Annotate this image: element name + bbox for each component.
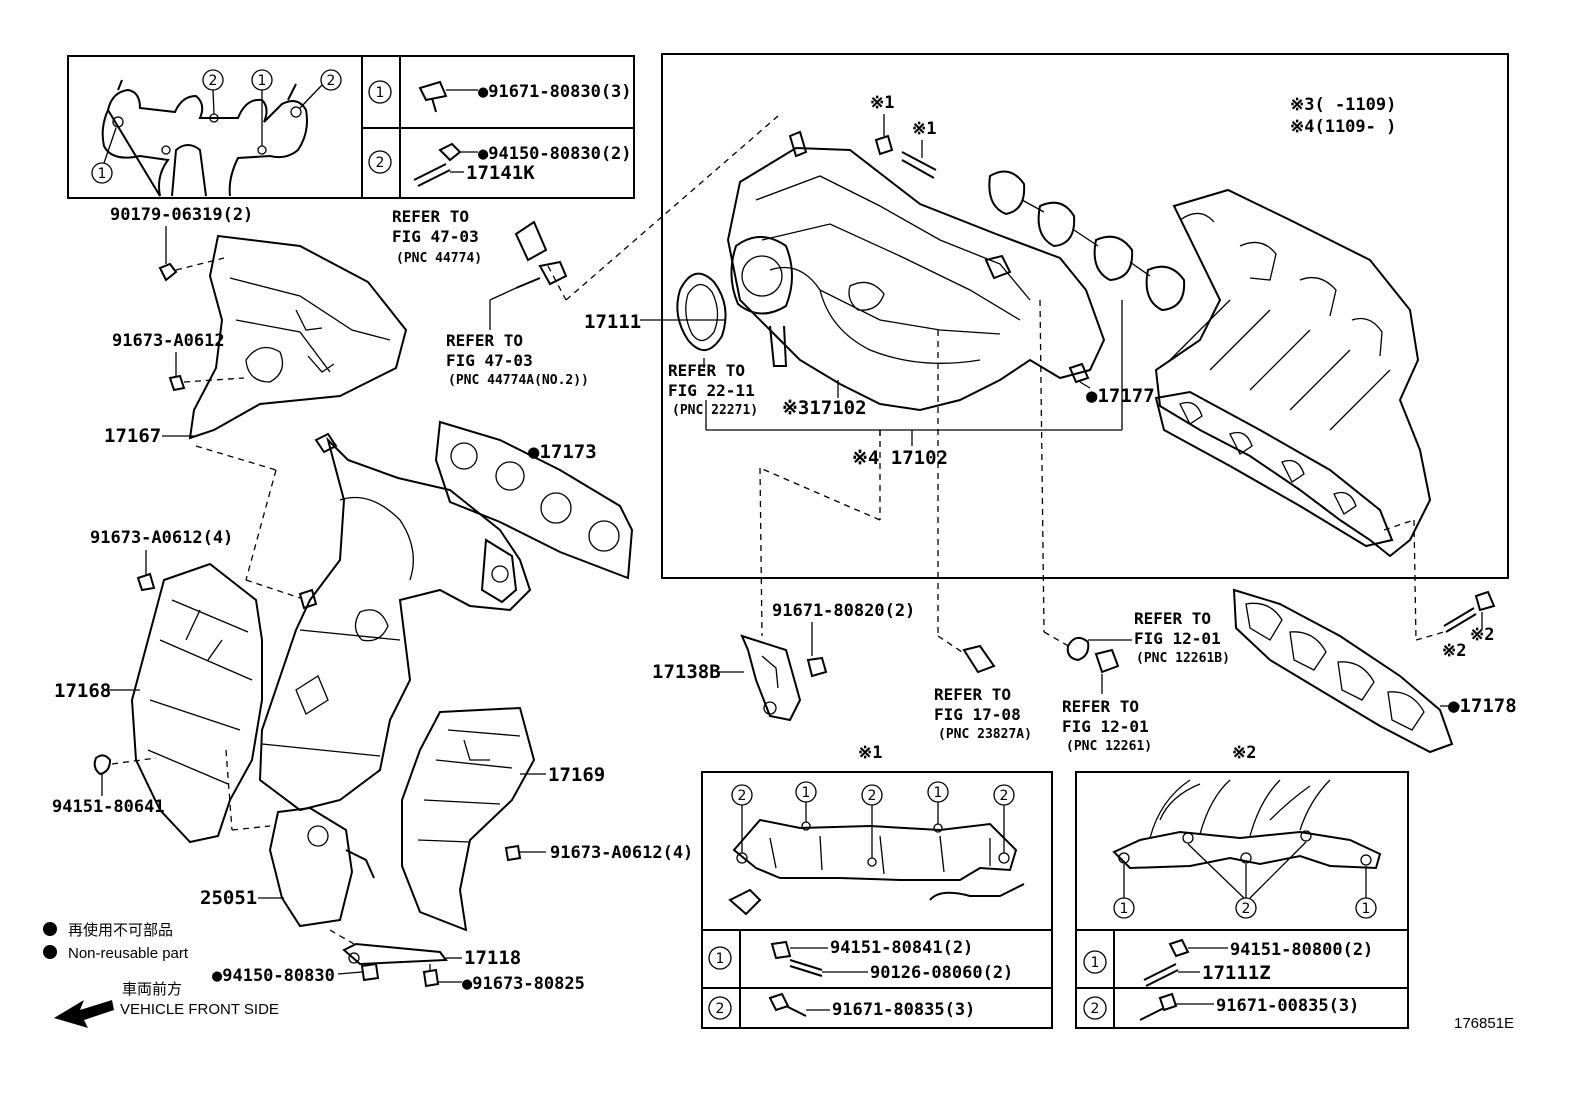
exhaust-group: 90179-06319(2) 91673-A0612 17167 ●17173 [52, 205, 693, 994]
legend-ja: 再使用不可部品 [68, 922, 173, 939]
ref1-line1: REFER TO [392, 207, 469, 226]
ref4-line2: FIG 12-01 [1134, 629, 1221, 648]
table1-mark-5: 2 [1000, 788, 1009, 804]
bottom-table-2: ※2 1 2 1 1 94151-80800(2) 17111Z 2 [1075, 743, 1409, 1029]
part-91671-80835: 91671-80835(3) [832, 1000, 975, 1020]
table2-title: ※2 [1232, 743, 1256, 763]
ref1-pnc: (PNC 44774) [396, 251, 482, 266]
table1-mark-3: 2 [868, 788, 877, 804]
part-17167: 17167 [104, 425, 161, 447]
ref5-line1: REFER TO [934, 685, 1011, 704]
ref2-line2: FIG 47-03 [446, 351, 533, 370]
table1-title: ※1 [858, 743, 882, 763]
note-1b: ※1 [912, 119, 936, 139]
legend-en: Non-reusable part [68, 945, 189, 962]
mid-right-parts: 91671-80820(2) 17138B REFER TO FIG 17-08… [652, 588, 1517, 754]
table1-mark-1: 2 [738, 788, 747, 804]
part-17138B: 17138B [652, 661, 721, 683]
top-left-inset: 2 1 2 1 1 ●91671-80830(3) 2 ●94150-80830… [67, 55, 635, 199]
table-mark-1: 1 [376, 85, 385, 101]
ref6-pnc: (PNC 12261) [1066, 739, 1152, 754]
diagram-id: 176851E [1454, 1015, 1514, 1032]
part-90179-06319: 90179-06319(2) [110, 205, 253, 225]
table-mark-2: 2 [376, 155, 385, 171]
refs-center: REFER TO FIG 47-03 (PNC 44774) REFER TO … [392, 115, 779, 388]
bottom-table-1: ※1 2 1 2 1 2 1 94151-80841(2) [701, 743, 1053, 1029]
part-17178: ●17178 [1448, 695, 1517, 717]
ref4-pnc: (PNC 12261B) [1136, 651, 1230, 666]
ref6-line2: FIG 12-01 [1062, 717, 1149, 736]
part-17169: 17169 [548, 764, 605, 786]
inset-mark-1: 2 [209, 73, 218, 89]
ref3-line1: REFER TO [668, 361, 745, 380]
part-94151-80800: 94151-80800(2) [1230, 940, 1373, 960]
part-91673-A0612-4b: 91673-A0612(4) [550, 843, 693, 863]
note-4: ※4(1109- ) [1290, 117, 1396, 137]
table2-row1-mark: 1 [1091, 955, 1100, 971]
note-2a: ※2 [1470, 625, 1494, 645]
table2-row2-mark: 2 [1091, 1001, 1100, 1017]
part-91673-A0612: 91673-A0612 [112, 331, 225, 351]
inset-mark-3: 2 [327, 73, 336, 89]
ref5-pnc: (PNC 23827A) [938, 727, 1032, 742]
part-91671-00835: 91671-00835(3) [1216, 996, 1359, 1016]
table1-mark-2: 1 [802, 785, 811, 801]
note-2b: ※2 [1442, 641, 1466, 661]
part-94150-80830-single: ●94150-80830 [212, 966, 335, 986]
front-arrow-icon [54, 1000, 114, 1028]
table2-mark-1: 1 [1120, 901, 1129, 917]
part-17168: 17168 [54, 680, 111, 702]
part-91671-80820: 91671-80820(2) [772, 601, 915, 621]
part-91671-80830: ●91671-80830(3) [478, 82, 632, 102]
part-91673-80825: ●91673-80825 [462, 974, 585, 994]
part-17177: ●17177 [1086, 385, 1155, 407]
note-3: ※3( -1109) [1290, 95, 1396, 115]
front-side-en: VEHICLE FRONT SIDE [120, 1001, 279, 1018]
part-17111Z: 17111Z [1202, 962, 1271, 984]
note-1a: ※1 [870, 93, 894, 113]
part-17102a: ※317102 [782, 397, 867, 419]
intake-box: ※1 ※1 ※3( -1109) ※4(1109- ) 17111 REFER … [584, 53, 1509, 653]
legend: 再使用不可部品 Non-reusable part 車両前方 VEHICLE F… [43, 922, 279, 1028]
ref1-line2: FIG 47-03 [392, 227, 479, 246]
ref3-line2: FIG 22-11 [668, 381, 755, 400]
part-90126-08060: 90126-08060(2) [870, 963, 1013, 983]
table1-row2-mark: 2 [716, 1001, 725, 1017]
part-17111: 17111 [584, 311, 641, 333]
part-25051: 25051 [200, 887, 257, 909]
ref4-line1: REFER TO [1134, 609, 1211, 628]
part-17141K: 17141K [466, 162, 535, 184]
table2-mark-2: 2 [1242, 901, 1251, 917]
ref3-pnc: (PNC 22271) [672, 403, 758, 418]
ref6-line1: REFER TO [1062, 697, 1139, 716]
table2-mark-3: 1 [1362, 901, 1371, 917]
part-91673-A0612-4a: 91673-A0612(4) [90, 528, 233, 548]
part-17102b: ※4 17102 [852, 447, 948, 469]
part-17118: 17118 [464, 947, 521, 969]
part-94151-80641: 94151-80641 [52, 797, 165, 817]
part-94150-80830: ●94150-80830(2) [478, 144, 632, 164]
inset-mark-4: 1 [98, 166, 107, 182]
inset-mark-2: 1 [258, 73, 267, 89]
table1-mark-4: 1 [934, 785, 943, 801]
ref2-line1: REFER TO [446, 331, 523, 350]
ref5-line2: FIG 17-08 [934, 705, 1021, 724]
part-94151-80841: 94151-80841(2) [830, 938, 973, 958]
table1-row1-mark: 1 [716, 951, 725, 967]
front-side-ja: 車両前方 [122, 981, 182, 998]
part-17173: ●17173 [528, 441, 597, 463]
ref2-pnc: (PNC 44774A(NO.2)) [448, 373, 589, 388]
